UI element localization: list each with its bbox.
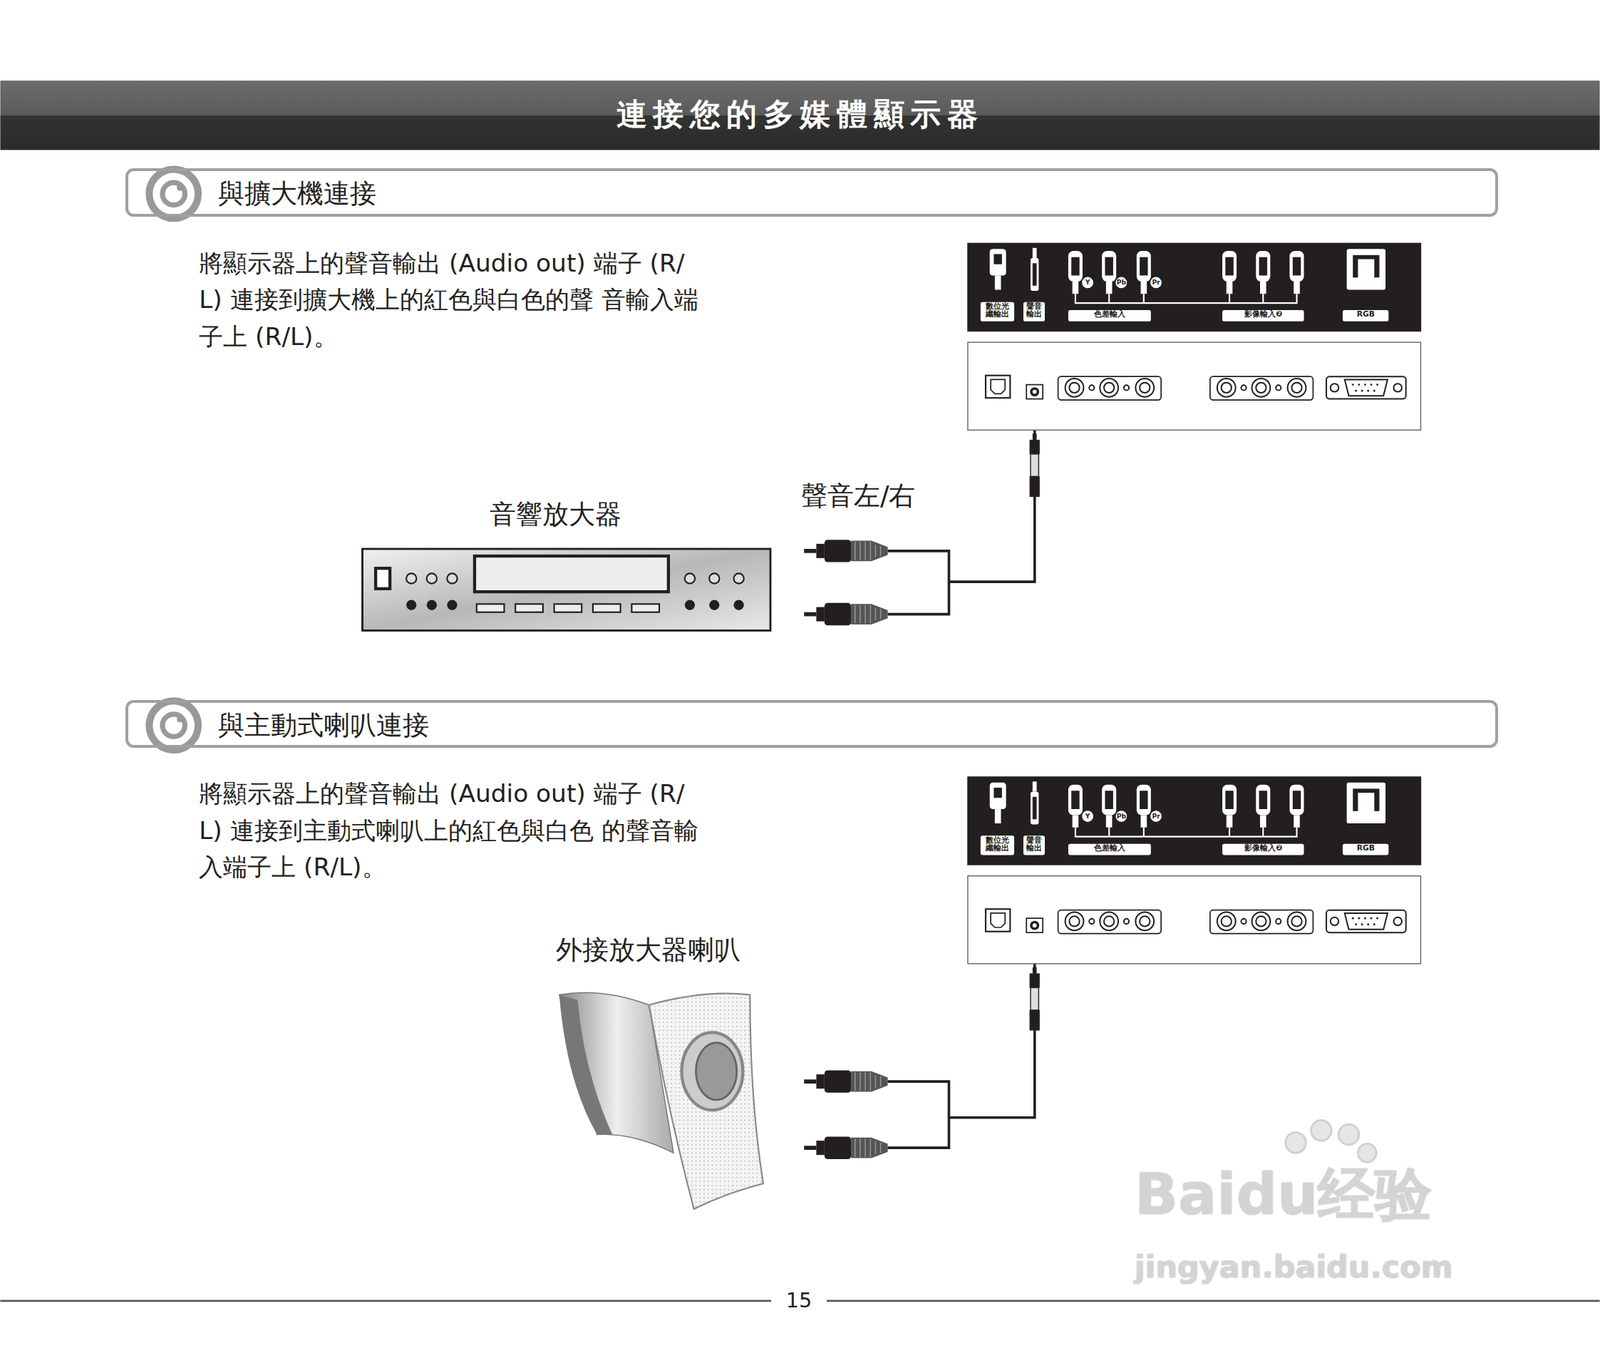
instruction-text: 將顯示器上的聲音輸出 (Audio out) 端子 (R/L) 連接到主動式喇叭…	[198, 775, 700, 886]
drawing-path	[559, 994, 613, 1134]
section-title: 與主動式喇叭連接	[218, 709, 430, 742]
drawing-circle	[1285, 1132, 1307, 1154]
connector-letter: Y	[1081, 812, 1094, 820]
drawing-use	[967, 776, 1422, 1030]
drawing-circle	[176, 716, 184, 723]
drawing-rect	[592, 603, 621, 612]
port-label: 影像輸入❷	[1222, 310, 1305, 318]
drawing-circle	[148, 169, 199, 219]
watermark: jingyan.baidu.com	[1134, 1250, 1502, 1284]
connector-letter: Pr	[1150, 278, 1163, 286]
drawing-path	[649, 993, 764, 1209]
drawing-circle	[176, 184, 184, 192]
connector-letter: Pr	[1150, 812, 1163, 820]
drawing-rect	[554, 603, 583, 612]
drawing-circle	[1311, 1120, 1333, 1142]
drawing-ellipse	[681, 1031, 743, 1110]
drawing-use	[803, 1136, 888, 1159]
drawing-rect	[375, 568, 390, 589]
device-name: 音響放大器	[489, 498, 622, 531]
drawing-use	[803, 539, 888, 562]
port-label: 影像輸入❷	[1222, 843, 1305, 852]
port-label: RGB	[1342, 310, 1389, 318]
audio-cable	[949, 429, 1035, 582]
page-title: 連接您的多媒體顯示器	[0, 94, 1600, 135]
drawing-circle	[733, 600, 744, 611]
drawing-use	[967, 243, 1422, 497]
drawing-g	[476, 603, 660, 612]
port-label: RGB	[1342, 843, 1389, 852]
port-label: 聲音 輸出	[1023, 835, 1045, 853]
drawing-rect	[631, 603, 660, 612]
drawing-circle	[1338, 1123, 1360, 1145]
cable-label: 聲音左/右	[801, 479, 916, 512]
port-label: 色差輸入	[1068, 843, 1152, 852]
drawing-circle	[406, 600, 417, 611]
instruction-text: 將顯示器上的聲音輸出 (Audio out) 端子 (R/L) 連接到擴大機上的…	[198, 245, 700, 356]
connector-letter: Pb	[1115, 278, 1128, 286]
device-name: 外接放大器喇叭	[555, 933, 741, 966]
tv-back-panel: 數位光 纖輸出聲音 輸出 色差輸入 影像輸入❷ RGB Y Pb Pr	[967, 243, 1422, 430]
port-label: 數位光 纖輸出	[980, 835, 1015, 853]
drawing-polyline	[888, 1081, 950, 1148]
drawing-g	[1285, 1120, 1377, 1163]
drawing-rect	[362, 548, 771, 631]
section-header: 與擴大機連接	[125, 168, 1499, 216]
page-number: 15	[771, 1287, 827, 1313]
drawing-circle	[148, 700, 199, 750]
drawing-circle	[162, 182, 185, 205]
section-header: 與主動式喇叭連接	[125, 699, 1499, 748]
drawing-circle	[426, 600, 437, 611]
drawing-use	[803, 1069, 888, 1092]
drawing-circle	[162, 714, 185, 737]
drawing-circle	[426, 573, 437, 583]
port-label: 數位光 纖輸出	[980, 302, 1015, 319]
connector-letter: Pb	[1115, 812, 1128, 820]
drawing-g	[406, 573, 745, 583]
drawing-rect	[515, 603, 544, 612]
drawing-circle	[733, 573, 744, 583]
drawing-rect	[476, 603, 505, 612]
drawing-ellipse	[696, 1042, 737, 1100]
port-label: 色差輸入	[1068, 310, 1152, 318]
port-label: 聲音 輸出	[1023, 302, 1045, 319]
drawing-rect	[0, 80, 1600, 150]
section-title: 與擴大機連接	[218, 177, 377, 210]
drawing-circle	[684, 573, 695, 583]
drawing-g	[176, 184, 184, 722]
drawing-circle	[446, 600, 457, 611]
drawing-circle	[709, 600, 720, 611]
drawing-circle	[1357, 1143, 1377, 1162]
drawing-circle	[406, 573, 417, 583]
connector-letter: Y	[1081, 278, 1094, 286]
powered-speakers: 外接放大器喇叭	[555, 930, 949, 1212]
drawing-g	[162, 182, 185, 737]
watermark: Baidu经验	[1134, 1163, 1502, 1226]
drawing-rect	[474, 555, 669, 592]
drawing-use	[803, 602, 888, 626]
drawing-circle	[709, 573, 720, 583]
drawing-line	[0, 1299, 772, 1302]
drawing-circle	[684, 600, 695, 611]
drawing-circle	[446, 573, 457, 583]
drawing-polyline	[888, 550, 950, 615]
audio-amplifier: 音響放大器	[362, 494, 949, 633]
tv-back-panel: 數位光 纖輸出聲音 輸出 色差輸入 影像輸入❷ RGB Y Pb Pr	[967, 776, 1422, 964]
drawing-line	[826, 1299, 1600, 1302]
audio-cable	[949, 963, 1035, 1118]
drawing-g	[148, 169, 199, 750]
